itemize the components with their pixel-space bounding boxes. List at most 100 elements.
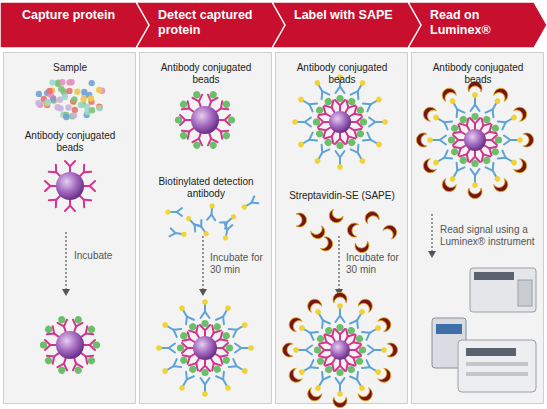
bead-arm: [212, 319, 250, 347]
antibody: [340, 378, 345, 384]
captured-protein: [458, 155, 468, 165]
biotin: [224, 384, 232, 392]
antibody: [493, 103, 497, 110]
antibody: [319, 314, 323, 321]
sape-molecule: [333, 397, 347, 408]
bead-arm: [485, 133, 534, 147]
bead-arm: [346, 123, 384, 151]
antibody: [486, 165, 493, 173]
bead-arm: [440, 86, 476, 135]
captured-protein: [179, 355, 189, 365]
captured-protein: [316, 356, 326, 366]
antibody: [475, 169, 480, 175]
antibody: [310, 364, 318, 371]
sape-molecule: [326, 209, 344, 226]
sape-molecule: [346, 222, 359, 237]
antibody: [170, 228, 176, 233]
captured-protein: [228, 116, 235, 123]
antibody: [362, 329, 370, 336]
biotin: [359, 79, 367, 87]
captured-protein: [355, 129, 365, 139]
sape-molecule: [305, 387, 322, 403]
step-title: Capture protein: [22, 8, 136, 23]
antibody: [304, 329, 311, 333]
antibody: [500, 122, 508, 129]
antibody: [305, 118, 311, 123]
antibody: [167, 366, 174, 370]
antibody: [309, 137, 317, 144]
detection-antibody: [195, 220, 211, 238]
biotin: [181, 231, 187, 237]
antibody: [45, 181, 50, 186]
detection-antibody: [432, 136, 446, 145]
detection-antibody: [184, 214, 201, 232]
bead-sphere: [56, 172, 84, 200]
antibody: [303, 101, 310, 105]
bead-arm: [305, 297, 341, 346]
antibody: [368, 346, 374, 351]
step-title: Detect captured protein: [158, 8, 272, 38]
sape-molecule: [282, 343, 293, 357]
captured-protein: [209, 90, 218, 99]
antibody: [368, 350, 374, 355]
biotin: [337, 391, 343, 397]
biotin: [432, 114, 440, 122]
antibody: [363, 100, 371, 107]
bead-arm: [440, 145, 476, 194]
antibody: [187, 314, 194, 322]
captured-protein: [57, 366, 66, 375]
antibody: [351, 89, 358, 97]
antibody: [298, 349, 306, 351]
antibody: [177, 212, 182, 216]
antibody: [306, 350, 312, 355]
antibody-bead: [40, 315, 100, 375]
bead-arm: [287, 315, 336, 351]
antibody: [241, 347, 249, 349]
antibody: [308, 360, 316, 367]
bead-arm: [341, 128, 369, 166]
bead-arm: [480, 105, 529, 141]
antibody: [371, 101, 378, 105]
bead-sphere: [193, 336, 217, 360]
captured-protein: [179, 99, 189, 109]
sample-protein: [96, 87, 102, 93]
sample-protein: [66, 79, 72, 85]
sape-molecule: [357, 297, 374, 313]
bead-arm: [474, 86, 510, 135]
antibody: [65, 161, 70, 166]
bead-arm: [292, 117, 330, 127]
biotin: [382, 119, 388, 125]
antibody: [216, 374, 223, 382]
captured-protein: [336, 324, 343, 331]
captured-protein: [221, 99, 231, 109]
sape-molecule: [377, 315, 393, 332]
sample-protein: [47, 88, 53, 94]
captured-protein: [471, 160, 478, 167]
antibody: [80, 200, 87, 207]
antibody: [369, 122, 375, 127]
step-chevron: Capture protein: [0, 2, 150, 48]
captured-protein: [458, 115, 468, 125]
sape-group: [354, 241, 369, 254]
biotin: [337, 164, 343, 170]
antibody: [438, 158, 445, 162]
biotin: [358, 384, 366, 392]
antibody: [201, 312, 206, 318]
biotin: [203, 230, 210, 237]
bead-sphere: [330, 340, 350, 360]
antibody: [318, 91, 325, 99]
step-label: Biotinylated detection antibody: [146, 176, 266, 200]
captured-protein: [355, 334, 365, 344]
captured-protein: [490, 123, 500, 133]
detection-antibody: [297, 118, 311, 127]
antibody: [370, 329, 377, 333]
detection-antibody: [336, 308, 345, 322]
antibody: [486, 107, 493, 115]
antibody: [319, 380, 323, 387]
bead-arm: [175, 115, 192, 125]
bead-arm: [344, 348, 393, 384]
captured-protein: [336, 95, 343, 102]
biotin: [224, 304, 232, 312]
detection-antibody: [221, 223, 232, 241]
